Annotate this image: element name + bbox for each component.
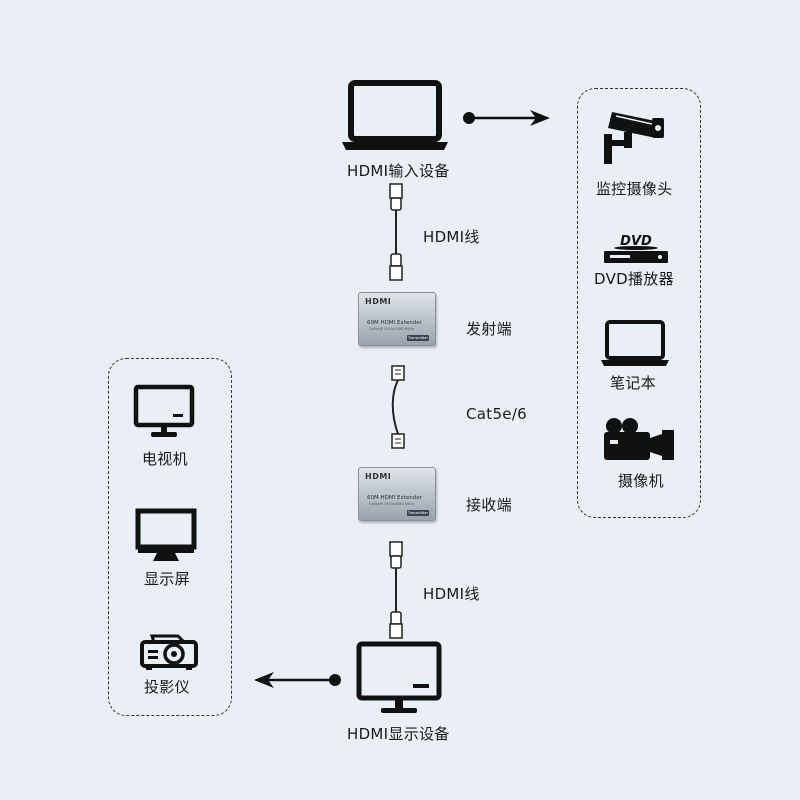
hdmi-output-label: HDMI显示设备 (347, 725, 450, 743)
arrow-right-icon (463, 110, 550, 126)
arrow-left-icon (254, 672, 341, 688)
hdmi-input-label: HDMI输入设备 (347, 162, 450, 180)
device-tag: Transmitter (407, 510, 429, 516)
hdmi-cable-top-label: HDMI线 (423, 228, 480, 246)
source-label-laptop: 笔记本 (610, 374, 656, 392)
transmitter-label: 发射端 (466, 320, 512, 338)
dvd-logo-text: DVD (620, 234, 652, 249)
dvd-player-icon: DVD (604, 234, 668, 263)
laptop-icon (342, 80, 448, 150)
hdmi-cable-bottom-label: HDMI线 (423, 585, 480, 603)
display-label-projector: 投影仪 (144, 678, 190, 696)
receiver-device: HDMI 60M HDMI Extender Cat5e/6 1920x1080… (358, 467, 436, 521)
source-label-cctv: 监控摄像头 (596, 180, 673, 198)
device-tag: Transmitter (407, 335, 429, 341)
source-label-dvd: DVD播放器 (594, 270, 674, 288)
device-brand: HDMI (365, 297, 392, 306)
ethernet-cable-icon (391, 365, 405, 449)
transmitter-device: HDMI 60M HDMI Extender Cat5e/6 1920x1080… (358, 292, 436, 346)
display-label-monitor: 显示屏 (144, 570, 190, 588)
monitor-icon (356, 641, 442, 713)
laptop-icon (601, 320, 669, 366)
device-model: 60M HDMI Extender (367, 495, 422, 501)
device-brand: HDMI (365, 472, 392, 481)
device-spec: Cat5e/6 1920x1080 60Hz (369, 327, 414, 331)
cctv-camera-icon (604, 112, 664, 164)
source-devices-group (577, 88, 701, 518)
receiver-label: 接收端 (466, 496, 512, 514)
projector-icon (140, 634, 198, 670)
cable-type-label: Cat5e/6 (466, 405, 528, 423)
hdmi-cable-icon (389, 541, 403, 639)
video-camera-icon (604, 418, 674, 460)
device-spec: Cat5e/6 1920x1080 60Hz (369, 502, 414, 506)
hdmi-cable-icon (389, 183, 403, 281)
tv-icon (133, 384, 195, 437)
source-label-camcorder: 摄像机 (618, 472, 664, 490)
display-devices-group (108, 358, 232, 716)
device-model: 60M HDMI Extender (367, 320, 422, 326)
display-label-tv: 电视机 (142, 450, 188, 468)
monitor-icon (135, 508, 197, 561)
